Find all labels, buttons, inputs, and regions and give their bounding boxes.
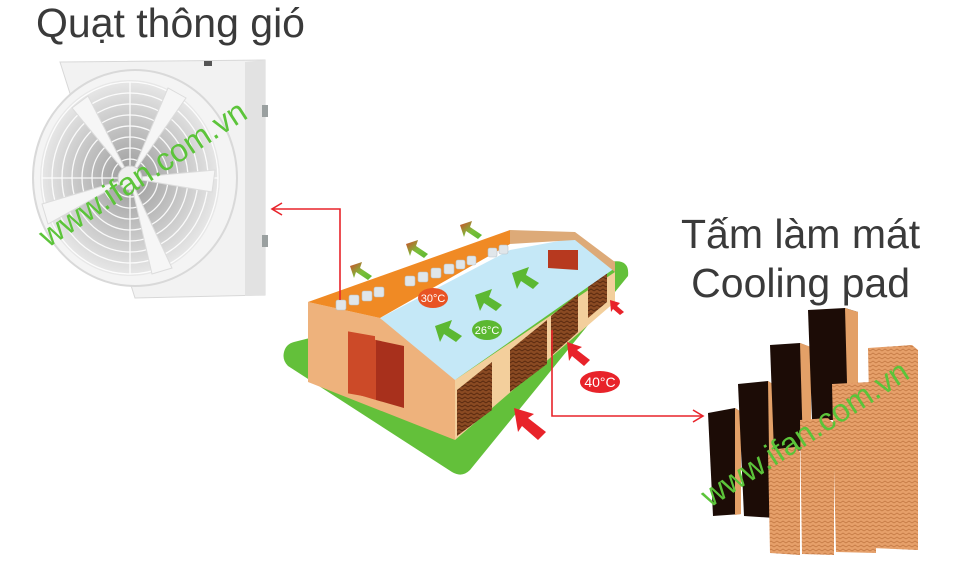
temp-30-label: 30°C xyxy=(421,293,446,305)
cooling-pad-image: www.ifan.com.vn xyxy=(693,308,918,555)
temp-badge-40: 40°C xyxy=(580,371,620,393)
cooling-pad-title-line2: Cooling pad xyxy=(691,260,911,307)
temp-26-label: 26°C xyxy=(475,325,500,337)
inflow-arrows xyxy=(514,300,624,440)
temp-badge-30: 30°C xyxy=(418,288,448,308)
interior-flow-arrows xyxy=(435,267,539,342)
temp-40-label: 40°C xyxy=(584,374,615,390)
fan-title: Quạt thông gió xyxy=(36,0,305,46)
cooling-pad-title-line1: Tấm làm mát xyxy=(681,211,921,257)
fan-connector xyxy=(270,202,341,300)
exhaust-flow-arrows xyxy=(350,221,482,280)
exhaust-fan-image: www.ifan.com.vn xyxy=(31,59,268,299)
temp-badge-26: 26°C xyxy=(472,320,502,340)
pad-connector xyxy=(551,330,705,423)
cooling-pad-title: Tấm làm mát Cooling pad xyxy=(681,210,920,308)
